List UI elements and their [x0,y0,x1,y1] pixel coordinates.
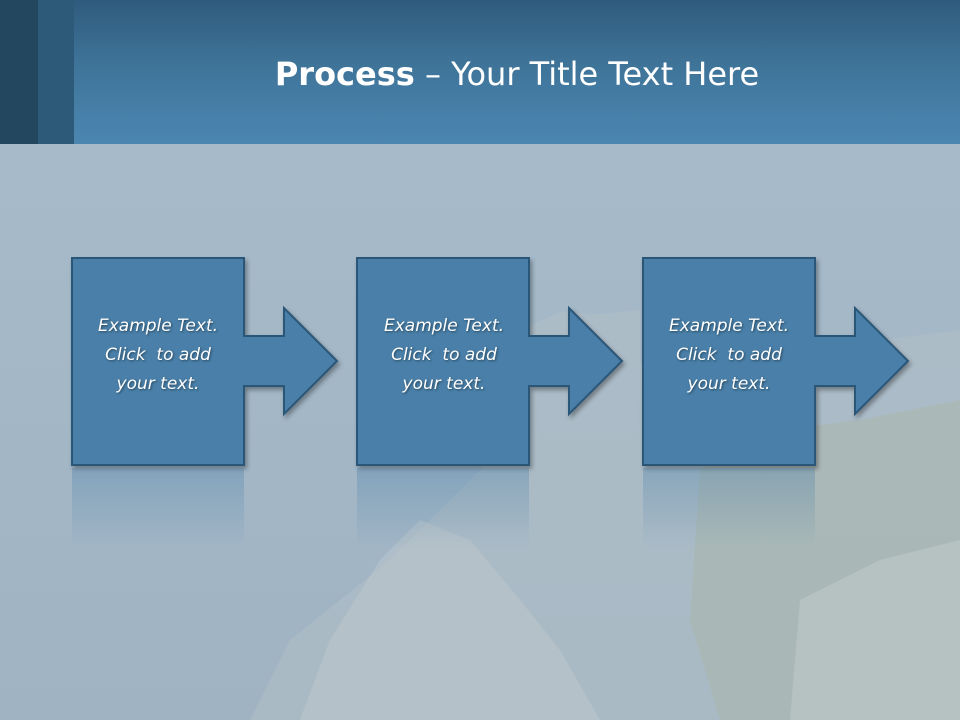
step-text-line: Example Text. [97,316,219,336]
slide-title[interactable]: Process – Your Title Text Here [74,52,960,96]
step-text-line: Example Text. [668,316,790,336]
step-text-line: Click to add [105,345,211,365]
step-text-line: Click to add [391,345,497,365]
title-bar: Process – Your Title Text Here [0,0,960,144]
process-step-1-text[interactable]: Example Text. Click to add your text. [78,312,238,399]
slide-title-rest: – Your Title Text Here [414,55,760,93]
step-text-line: your text. [687,374,771,394]
slide-title-bold: Process [274,55,415,93]
header-accent-stripe [0,0,38,144]
process-step-3[interactable] [642,257,910,548]
process-step-1[interactable] [71,257,339,548]
process-step-3-text[interactable]: Example Text. Click to add your text. [649,312,809,399]
process-step-2-text[interactable]: Example Text. Click to add your text. [364,312,524,399]
header-accent-stripe [38,0,74,144]
step-text-line: your text. [116,374,200,394]
step-text-line: your text. [402,374,486,394]
process-step-2[interactable] [356,257,624,548]
step-text-line: Click to add [676,345,782,365]
step-text-line: Example Text. [383,316,505,336]
